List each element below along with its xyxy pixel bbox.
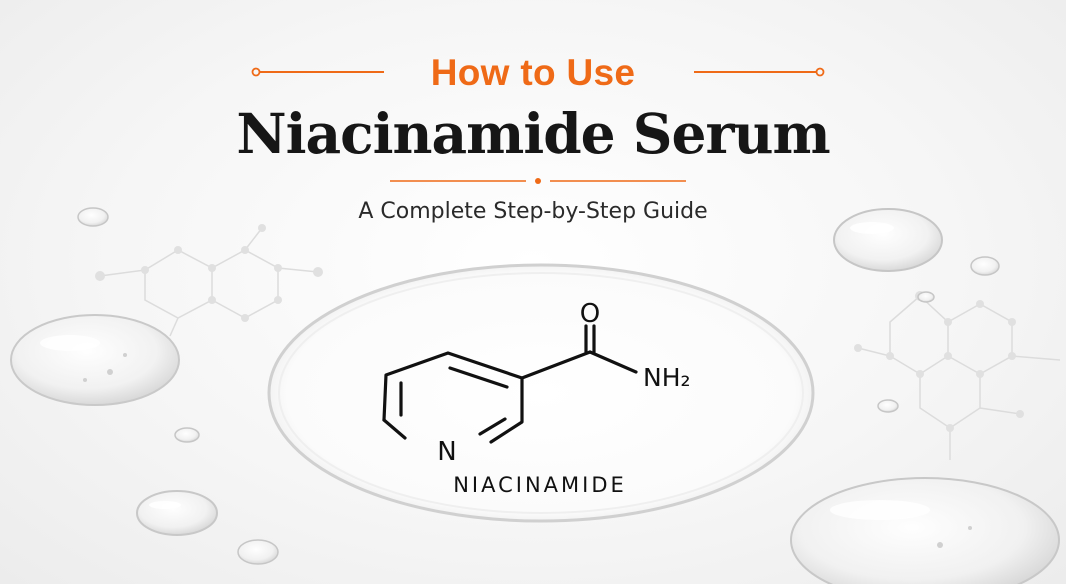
molecule-caption: NIACINAMIDE (453, 473, 627, 497)
ring-nitrogen-atom: N (437, 437, 456, 467)
heading-kicker: How to Use (430, 52, 636, 93)
molecular-lattice-right (854, 291, 1061, 460)
page-title: Niacinamide Serum (236, 101, 830, 166)
niacinamide-structure (382, 324, 638, 444)
molecular-lattice-left (95, 224, 323, 337)
oxygen-atom: O (580, 299, 600, 329)
droplets (10, 207, 1060, 584)
amine-group: NH₂ (643, 363, 691, 392)
page-subtitle: A Complete Step-by-Step Guide (358, 199, 708, 224)
title-divider (390, 178, 686, 184)
droplet-bottom-right (790, 477, 1060, 584)
droplet-large-left (10, 314, 180, 406)
kicker-decoration (251, 67, 825, 77)
droplets-small (77, 207, 1000, 565)
droplet-large-right (833, 208, 943, 272)
droplet-bottom-left (136, 490, 218, 536)
serum-plate (267, 263, 815, 523)
